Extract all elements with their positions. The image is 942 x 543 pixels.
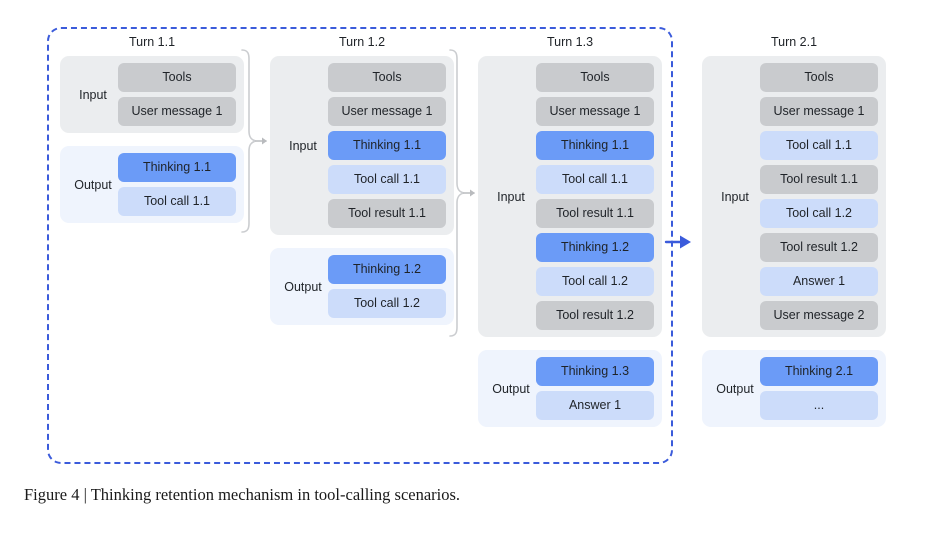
turn-title: Turn 1.1 <box>128 35 176 49</box>
thinking-retention-region <box>47 27 673 464</box>
context-item: Tool result 1.1 <box>760 165 878 194</box>
context-item: Thinking 1.2 <box>536 233 654 262</box>
region-to-turn-2-1-arrow <box>664 231 696 253</box>
context-item: User message 1 <box>118 97 236 126</box>
turn-title: Turn 1.2 <box>338 35 386 49</box>
output-label: Output <box>492 381 530 396</box>
output-label: Output <box>716 381 754 396</box>
context-item: User message 1 <box>328 97 446 126</box>
context-item: Tools <box>328 63 446 92</box>
context-item: Tool call 1.1 <box>760 131 878 160</box>
context-item: Thinking 2.1 <box>760 357 878 386</box>
context-item: Tool result 1.1 <box>328 199 446 228</box>
context-item: Thinking 1.1 <box>536 131 654 160</box>
turn-title: Turn 1.3 <box>546 35 594 49</box>
context-item: Answer 1 <box>760 267 878 296</box>
output-label: Output <box>284 279 322 294</box>
context-item: Thinking 1.1 <box>118 153 236 182</box>
context-item: User message 2 <box>760 301 878 330</box>
context-item: Tools <box>760 63 878 92</box>
arrow-right-icon <box>664 235 691 249</box>
context-item: Tool result 1.1 <box>536 199 654 228</box>
context-item: Tool result 1.2 <box>760 233 878 262</box>
output-label: Output <box>74 177 112 192</box>
connector-turn-1-2-to-1-3 <box>446 48 480 338</box>
input-label: Input <box>79 87 107 102</box>
brace-arrow-icon <box>241 49 267 233</box>
input-label: Input <box>721 189 749 204</box>
brace-arrow-icon <box>449 49 475 337</box>
connector-turn-1-1-to-1-2 <box>238 48 272 234</box>
input-label: Input <box>497 189 525 204</box>
input-label: Input <box>289 138 317 153</box>
context-item: ... <box>760 391 878 420</box>
context-item: Thinking 1.3 <box>536 357 654 386</box>
turn-title: Turn 2.1 <box>770 35 818 49</box>
context-item: User message 1 <box>760 97 878 126</box>
context-item: Tool call 1.2 <box>536 267 654 296</box>
context-item: Tool call 1.1 <box>536 165 654 194</box>
context-item: Tool call 1.2 <box>760 199 878 228</box>
context-item: Tool call 1.1 <box>328 165 446 194</box>
context-item: Tools <box>118 63 236 92</box>
context-item: Tool call 1.2 <box>328 289 446 318</box>
context-item: Tools <box>536 63 654 92</box>
context-item: Thinking 1.2 <box>328 255 446 284</box>
context-item: User message 1 <box>536 97 654 126</box>
context-item: Thinking 1.1 <box>328 131 446 160</box>
output-item-list: Thinking 2.1... <box>760 357 878 420</box>
figure-caption: Figure 4 | Thinking retention mechanism … <box>24 485 461 504</box>
context-item: Answer 1 <box>536 391 654 420</box>
context-item: Tool result 1.2 <box>536 301 654 330</box>
context-item: Tool call 1.1 <box>118 187 236 216</box>
output-group: Output Thinking 2.1... <box>702 350 886 427</box>
